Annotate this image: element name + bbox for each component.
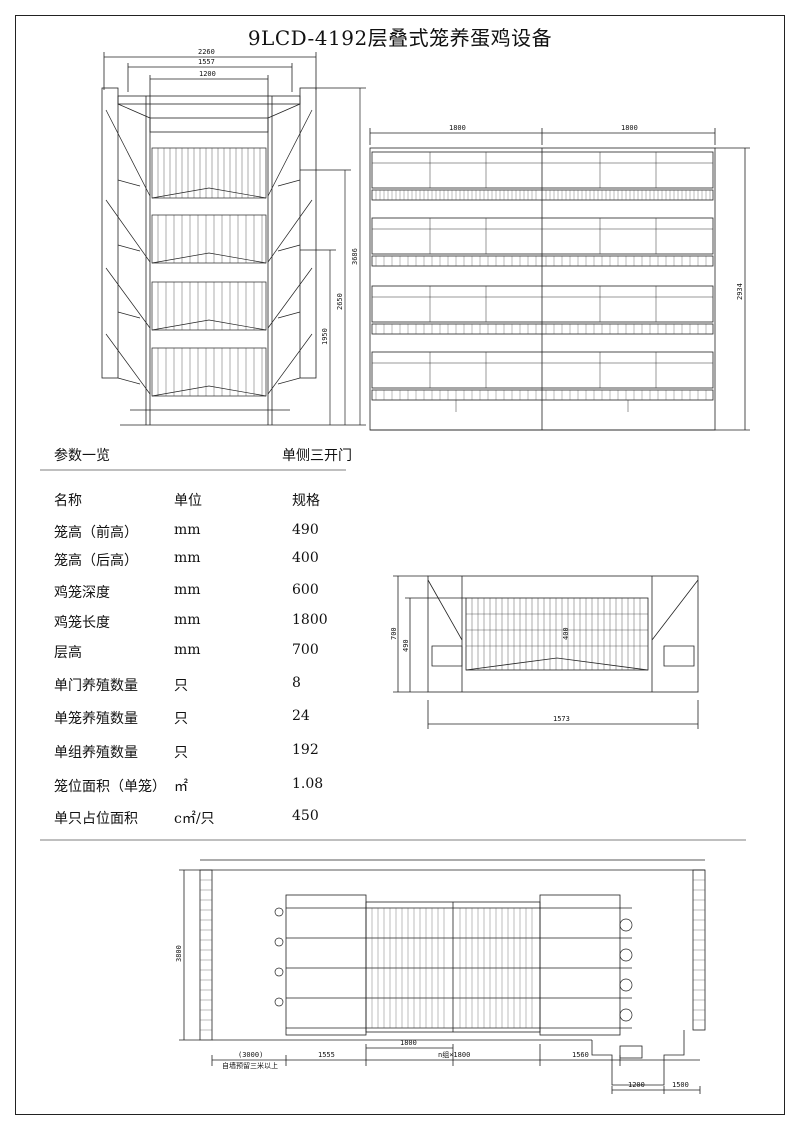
dim-side-1800-left: 1800 [449, 124, 466, 132]
dim-490: 490 [402, 639, 410, 652]
dim-pit-1500: 1500 [672, 1081, 689, 1089]
row-unit: ㎡ [174, 779, 188, 795]
row-unit: c㎡/只 [174, 811, 215, 827]
dim-plan-1800: 1800 [400, 1039, 417, 1047]
row-name: 单门养殖数量 [54, 678, 138, 694]
row-value: 192 [292, 742, 319, 758]
drawing-frame [15, 15, 785, 1115]
row-unit: mm [174, 550, 201, 566]
dim-1560: 1560 [572, 1051, 589, 1059]
dim-700: 700 [390, 627, 398, 640]
table-header: 名称 单位 规格 [0, 490, 400, 516]
wall-clearance-note: 自墙预留三米以上 [222, 1061, 278, 1070]
dim-400: 400 [562, 627, 570, 640]
table-row: 笼高（后高） mm 400 [0, 550, 400, 576]
drawing-title: 9LCD-4192层叠式笼养蛋鸡设备 [247, 26, 553, 50]
row-value: 24 [292, 708, 310, 724]
row-name: 鸡笼长度 [54, 615, 110, 631]
row-name: 单只占位面积 [54, 811, 138, 827]
row-value: 700 [292, 642, 319, 658]
table-row: 单笼养殖数量 只 24 [0, 708, 400, 734]
dim-2650: 2650 [336, 293, 344, 310]
col-unit: 单位 [174, 493, 202, 509]
dim-1573: 1573 [553, 715, 570, 723]
dim-1950: 1950 [321, 328, 329, 345]
row-name: 笼高（后高） [54, 553, 138, 569]
row-value: 490 [292, 522, 319, 538]
table-row: 笼高（前高） mm 490 [0, 522, 400, 548]
params-heading: 参数一览 [54, 448, 110, 464]
table-row: 单组养殖数量 只 192 [0, 742, 400, 768]
row-name: 笼位面积（单笼） [54, 779, 166, 795]
dim-3686: 3686 [351, 248, 359, 265]
row-name: 层高 [54, 645, 82, 661]
row-value: 400 [292, 550, 319, 566]
row-name: 单组养殖数量 [54, 745, 138, 761]
row-unit: 只 [174, 678, 188, 694]
row-unit: 只 [174, 711, 188, 727]
table-row: 笼位面积（单笼） ㎡ 1.08 [0, 776, 400, 802]
row-name: 鸡笼深度 [54, 585, 110, 601]
row-unit: mm [174, 642, 201, 658]
row-value: 450 [292, 808, 319, 824]
row-value: 1.08 [292, 776, 324, 792]
table-row: 鸡笼深度 mm 600 [0, 582, 400, 608]
table-row: 鸡笼长度 mm 1800 [0, 612, 400, 638]
dim-1555: 1555 [318, 1051, 335, 1059]
row-value: 1800 [292, 612, 328, 628]
dim-2934: 2934 [736, 283, 744, 300]
dim-3000: (3000) [238, 1051, 263, 1059]
dim-pit-1200: 1200 [628, 1081, 645, 1089]
dim-1557: 1557 [198, 58, 215, 66]
col-name: 名称 [54, 493, 82, 509]
table-row: 单门养殖数量 只 8 [0, 675, 400, 701]
dim-3800: 3800 [175, 945, 183, 962]
dim-1200: 1200 [199, 70, 216, 78]
col-spec: 规格 [292, 493, 320, 509]
row-unit: mm [174, 522, 201, 538]
row-unit: 只 [174, 745, 188, 761]
row-value: 600 [292, 582, 319, 598]
row-name: 笼高（前高） [54, 525, 138, 541]
row-unit: mm [174, 612, 201, 628]
table-row: 层高 mm 700 [0, 642, 400, 668]
dim-n-groups: n组×1800 [438, 1050, 470, 1059]
row-unit: mm [174, 582, 201, 598]
row-name: 单笼养殖数量 [54, 711, 138, 727]
table-row: 单只占位面积 c㎡/只 450 [0, 808, 400, 834]
dim-side-1800-right: 1800 [621, 124, 638, 132]
dim-2260: 2260 [198, 48, 215, 56]
door-type: 单侧三开门 [282, 448, 352, 464]
row-value: 8 [292, 675, 301, 691]
